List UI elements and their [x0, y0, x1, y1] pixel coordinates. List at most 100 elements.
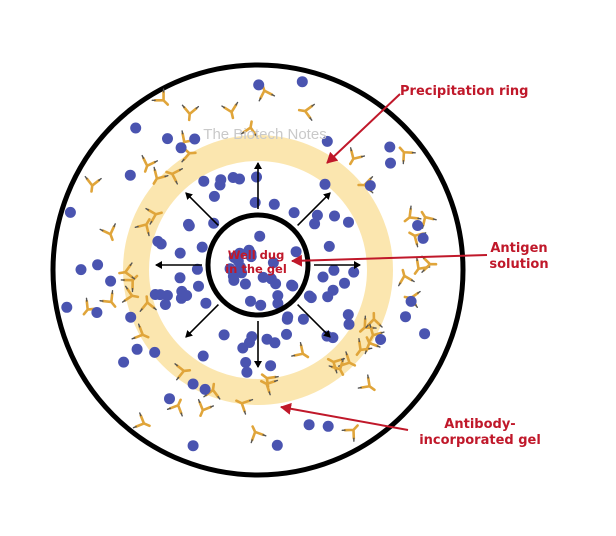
antigen-dot — [255, 299, 267, 311]
antigen-dot — [267, 257, 279, 269]
diffusion-arrow — [297, 192, 331, 226]
gel-label-line2: incorporated gel — [419, 433, 541, 448]
antigen-dot — [417, 232, 429, 244]
antigen-dot — [118, 356, 130, 368]
antigen-dot — [287, 280, 299, 292]
antigen-dot — [384, 141, 396, 153]
antigen-dot — [125, 311, 137, 323]
antigen-dot — [405, 295, 417, 307]
antigen-dot — [187, 440, 199, 452]
antigen-dot — [191, 263, 203, 275]
antigen-dot — [261, 333, 273, 345]
antibody-molecule — [357, 373, 381, 398]
antigen-dot — [189, 133, 201, 145]
antigen-dot — [339, 277, 350, 289]
antigen-dot — [196, 241, 208, 253]
antigen-dot — [288, 207, 300, 219]
antigen-dot — [305, 292, 317, 304]
well-label-line1: Well dug — [228, 248, 285, 262]
antigen-dot — [161, 290, 173, 301]
antigen-dot — [91, 307, 103, 318]
antigen-dot — [152, 235, 164, 247]
antibody-molecule — [290, 341, 314, 366]
antigen-dot — [257, 271, 269, 283]
antibody-molecule — [82, 175, 103, 194]
antigen-dot — [327, 332, 339, 344]
antigen-dot — [249, 197, 261, 208]
antigen-dot — [319, 178, 331, 190]
antibody-molecule — [340, 418, 365, 443]
antigen-dot — [375, 334, 387, 345]
antigen-dot — [329, 210, 340, 222]
antigen-dot — [235, 264, 247, 276]
diffusion-arrows — [155, 162, 361, 368]
antigen-dot — [130, 122, 142, 134]
antigen-dot — [131, 343, 143, 355]
antigen-dot — [282, 311, 294, 323]
antigen-dot — [218, 329, 230, 341]
antigen-dot — [290, 246, 302, 258]
antigen-dot — [200, 297, 212, 309]
antigen-dot — [343, 216, 354, 228]
antigen-dot — [343, 318, 355, 330]
antigen-dot — [234, 173, 245, 185]
antigen-dot — [400, 311, 411, 323]
antibody-molecule — [420, 254, 438, 274]
watermark: The Biotech Notes — [203, 126, 326, 143]
antigen-dot — [105, 275, 117, 287]
antibody-molecule — [392, 141, 417, 165]
antigen-solution-pointer — [291, 254, 488, 267]
antigen-dot — [385, 157, 396, 169]
antigen-dot — [239, 278, 251, 290]
antigen-dot — [243, 244, 255, 256]
antigen-dot — [234, 247, 246, 259]
antigen-dot — [149, 289, 161, 300]
antigen-dot — [303, 419, 315, 431]
antigen-dot — [297, 313, 309, 325]
antigen-dot — [208, 217, 220, 229]
antibody-molecule — [98, 289, 123, 313]
antibody-molecule — [393, 266, 416, 287]
antigen-dot — [187, 378, 199, 390]
antigen-dot — [268, 198, 280, 210]
well-label-line2: in the gel — [225, 262, 287, 276]
antibody-molecule — [179, 103, 200, 122]
antigen-dot — [323, 240, 335, 252]
antigen-dot — [348, 266, 360, 278]
antigen-label-line1: Antigen — [490, 241, 547, 256]
antigen-dot — [228, 274, 240, 286]
antigen-dot — [321, 135, 333, 147]
antigen-dot — [183, 218, 194, 230]
antigen-dot — [92, 259, 104, 271]
antigen-dot — [159, 299, 171, 310]
antigen-dot — [181, 290, 193, 301]
antibody-molecule — [296, 100, 316, 122]
antigen-molecules — [61, 76, 431, 452]
antigen-dot — [364, 180, 376, 192]
antigen-dot — [174, 272, 186, 284]
antibody-molecule — [244, 421, 268, 444]
antigen-dot — [272, 298, 284, 309]
antibody-molecule — [220, 101, 242, 121]
antigen-dot — [197, 350, 209, 362]
diffusion-arrow — [185, 192, 219, 226]
antigen-dot — [296, 76, 308, 88]
antigen-dot — [64, 206, 76, 218]
antigen-dot — [215, 174, 227, 186]
gel-outer-boundary — [50, 62, 466, 478]
antigen-dot — [270, 278, 282, 290]
diffusion-arrow — [185, 304, 219, 338]
antigen-dot — [322, 291, 334, 303]
antigen-dot — [164, 393, 175, 405]
diffusion-arrow — [297, 304, 331, 338]
antigen-dot — [322, 420, 334, 432]
antibody-molecule — [342, 146, 366, 170]
antigen-dot — [253, 79, 265, 91]
antigen-label-line2: solution — [489, 257, 548, 272]
precipitation-ring-pointer — [326, 93, 401, 164]
antigen-dot — [193, 280, 204, 292]
antigen-dot — [309, 218, 321, 230]
antigen-dot — [244, 337, 255, 348]
antigen-dot — [61, 301, 73, 313]
